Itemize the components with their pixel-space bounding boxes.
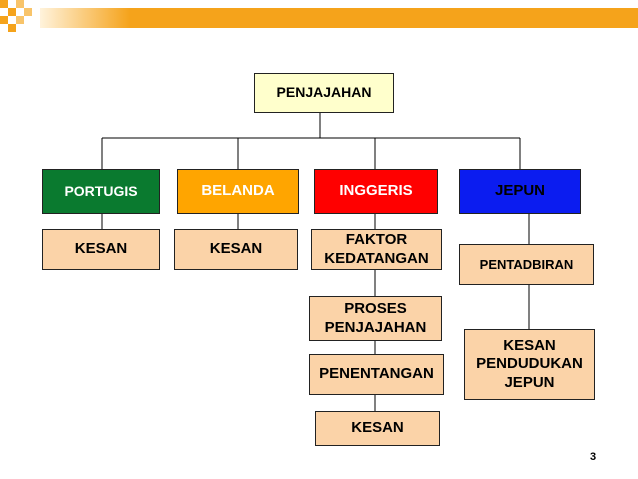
proses-penjajahan-box: PROSES PENJAJAHAN [309,296,442,341]
inggeris-kesan-box: KESAN [315,411,440,446]
jepun-box: JEPUN [459,169,581,214]
proses-penjajahan-label: PROSES PENJAJAHAN [324,300,427,336]
pentadbiran-label: PENTADBIRAN [479,256,574,272]
header-checker-square [24,8,32,16]
header-checker-square [0,16,8,24]
faktor-kedatangan-label: FAKTOR KEDATANGAN [324,231,429,267]
portugis-label: PORTUGIS [64,182,138,199]
inggeris-box: INGGERIS [314,169,438,214]
header-checker-square [0,0,8,8]
inggeris-label: INGGERIS [339,182,413,200]
header-checker-square [8,24,16,32]
header-gradient-bar [40,8,638,28]
portugis-kesan-label: KESAN [74,240,128,258]
root-penjajahan-box: PENJAJAHAN [254,73,394,113]
pentadbiran-box: PENTADBIRAN [459,244,594,285]
penentangan-label: PENENTANGAN [319,365,434,383]
inggeris-kesan-label: KESAN [351,419,404,437]
root-label: PENJAJAHAN [276,84,372,101]
portugis-box: PORTUGIS [42,169,160,214]
kesan-pendudukan-jepun-label: KESAN PENDUDUKAN JEPUN [476,337,583,391]
kesan-pendudukan-jepun-box: KESAN PENDUDUKAN JEPUN [464,329,595,400]
belanda-kesan-label: KESAN [209,240,263,258]
penentangan-box: PENENTANGAN [309,354,444,395]
header-decoration [0,0,638,32]
belanda-kesan-box: KESAN [174,229,298,270]
faktor-kedatangan-box: FAKTOR KEDATANGAN [311,229,442,270]
header-checker-square [16,16,24,24]
belanda-label: BELANDA [201,182,275,200]
slide-number: 3 [590,451,597,463]
header-checker-square [16,0,24,8]
portugis-kesan-box: KESAN [42,229,160,270]
header-checker-square [8,8,16,16]
jepun-label: JEPUN [494,182,546,200]
belanda-box: BELANDA [177,169,299,214]
